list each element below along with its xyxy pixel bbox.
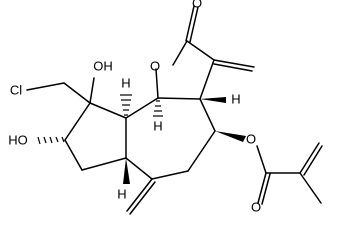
bond-exo-methylene-4	[129, 181, 156, 215]
bond-ch2-cl	[26, 82, 65, 91]
bond-c16-ch2	[63, 82, 91, 104]
wedge-bond-ester-o	[215, 131, 246, 142]
hydroxyl-left-label: HO	[8, 132, 28, 147]
structure-diagram: O O O O Cl OH HO H H H H	[8, 0, 323, 215]
bond-c12-c13	[187, 130, 216, 172]
bond-exo-methylene-3	[126, 178, 153, 212]
h-bottom-label: H	[117, 186, 126, 201]
h-mid-label: H	[153, 118, 162, 133]
bond-c11-c12	[151, 170, 189, 180]
bond-alkene-ch2-2	[303, 145, 323, 176]
bond-ester-c-o-double-2	[261, 173, 271, 205]
bond-exo-methylene-1	[213, 59, 255, 68]
ring-oxygen-label: O	[150, 58, 160, 73]
bond-c16-oh	[89, 77, 95, 104]
wedge-bond-h-right	[200, 97, 226, 103]
hashed-bond-h-top	[120, 94, 132, 116]
bond-oc-ring-oxygen	[155, 68, 159, 99]
hydroxyl-top-label: OH	[93, 58, 113, 73]
ester-oxygen-label: O	[246, 131, 256, 146]
bond-ester-o-c	[256, 145, 267, 174]
h-right-label: H	[231, 91, 240, 106]
bond-carbonyl-double-2	[189, 6, 199, 43]
bond-c10-c11	[125, 157, 153, 180]
bond-c8-c9	[125, 97, 159, 119]
bond-c15-c16	[89, 102, 127, 119]
bond-c18-c10	[81, 157, 127, 171]
bond-ester-c-o-double-1	[257, 172, 267, 204]
hashed-bond-h-mid	[153, 100, 163, 117]
hashed-bond-ho	[37, 136, 65, 145]
bond-c13-c14	[199, 98, 216, 132]
bond-ring-junction-c-oc	[157, 97, 201, 100]
bond-alpha-c-ring-junction	[199, 59, 215, 100]
bond-carbonyl-c-alpha-c	[186, 40, 215, 61]
carbonyl-oxygen-label: O	[192, 0, 202, 10]
wedge-bond-h-bottom	[123, 158, 130, 184]
bond-c16-c17	[64, 102, 91, 141]
bond-c17-c18	[64, 139, 83, 171]
bond-o-carbonylc	[172, 40, 188, 66]
chlorine-label: Cl	[10, 82, 22, 97]
bond-carbonyl-double-1	[185, 5, 195, 42]
bond-exo-methylene-2	[213, 63, 253, 72]
molecule-drawing: O O O O Cl OH HO H H H H	[8, 0, 323, 215]
h-top-label: H	[121, 75, 130, 90]
bond-alkene-methyl	[299, 172, 322, 204]
bond-alkene-ch2-1	[299, 142, 320, 174]
ester-carbonyl-oxygen-label: O	[251, 199, 261, 214]
